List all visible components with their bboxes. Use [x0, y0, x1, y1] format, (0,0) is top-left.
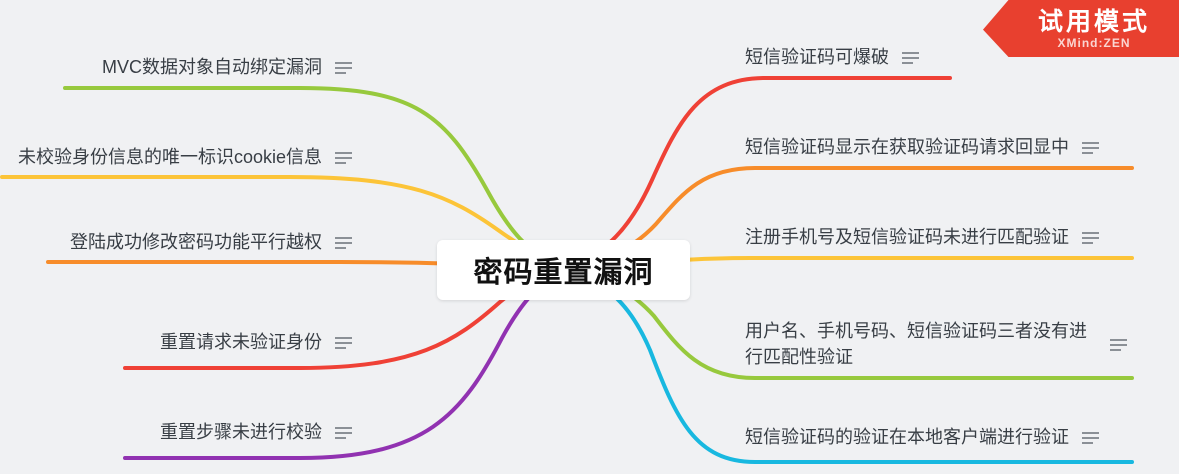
topic-label: 注册手机号及短信验证码未进行匹配验证 [745, 227, 1069, 247]
trial-badge-title: 试用模式 [1037, 7, 1150, 36]
notes-icon[interactable] [902, 51, 919, 64]
notes-icon[interactable] [1082, 141, 1099, 154]
topic-label: 短信验证码的验证在本地客户端进行验证 [745, 427, 1069, 447]
topic-label: 短信验证码显示在获取验证码请求回显中 [745, 137, 1069, 157]
notes-icon[interactable] [1082, 431, 1099, 444]
topic-label: MVC数据对象自动绑定漏洞 [102, 57, 322, 77]
topic-label: 登陆成功修改密码功能平行越权 [70, 232, 322, 252]
topic-left-2[interactable]: 未校验身份信息的唯一标识cookie信息 [18, 144, 352, 170]
topic-right-3[interactable]: 注册手机号及短信验证码未进行匹配验证 [745, 224, 1099, 250]
trial-mode-badge[interactable]: 试用模式 XMind:ZEN [983, 0, 1179, 57]
central-topic-label: 密码重置漏洞 [473, 257, 654, 289]
notes-icon[interactable] [335, 336, 352, 349]
topic-label: 未校验身份信息的唯一标识cookie信息 [17, 147, 322, 167]
topic-left-3[interactable]: 登陆成功修改密码功能平行越权 [70, 229, 352, 255]
topic-label: 重置请求未验证身份 [160, 332, 322, 352]
topic-right-5[interactable]: 短信验证码的验证在本地客户端进行验证 [745, 424, 1099, 450]
topic-left-5[interactable]: 重置步骤未进行校验 [160, 419, 352, 445]
xmind-zen-logo: XMind:ZEN [1057, 35, 1131, 50]
topic-right-4[interactable]: 用户名、手机号码、短信验证码三者没有进行匹配性验证 [745, 318, 1127, 370]
topic-left-1[interactable]: MVC数据对象自动绑定漏洞 [102, 54, 352, 80]
notes-icon[interactable] [335, 426, 352, 439]
notes-icon[interactable] [335, 236, 352, 249]
notes-icon[interactable] [1110, 338, 1127, 351]
topic-right-2[interactable]: 短信验证码显示在获取验证码请求回显中 [745, 134, 1099, 160]
topic-right-1[interactable]: 短信验证码可爆破 [745, 44, 919, 70]
central-topic[interactable]: 密码重置漏洞 [437, 240, 690, 300]
topic-label: 用户名、手机号码、短信验证码三者没有进行匹配性验证 [745, 321, 1087, 367]
notes-icon[interactable] [335, 61, 352, 74]
notes-icon[interactable] [335, 151, 352, 164]
topic-left-4[interactable]: 重置请求未验证身份 [160, 329, 352, 355]
topic-label: 重置步骤未进行校验 [160, 422, 322, 442]
topic-label: 短信验证码可爆破 [745, 47, 889, 67]
notes-icon[interactable] [1082, 231, 1099, 244]
